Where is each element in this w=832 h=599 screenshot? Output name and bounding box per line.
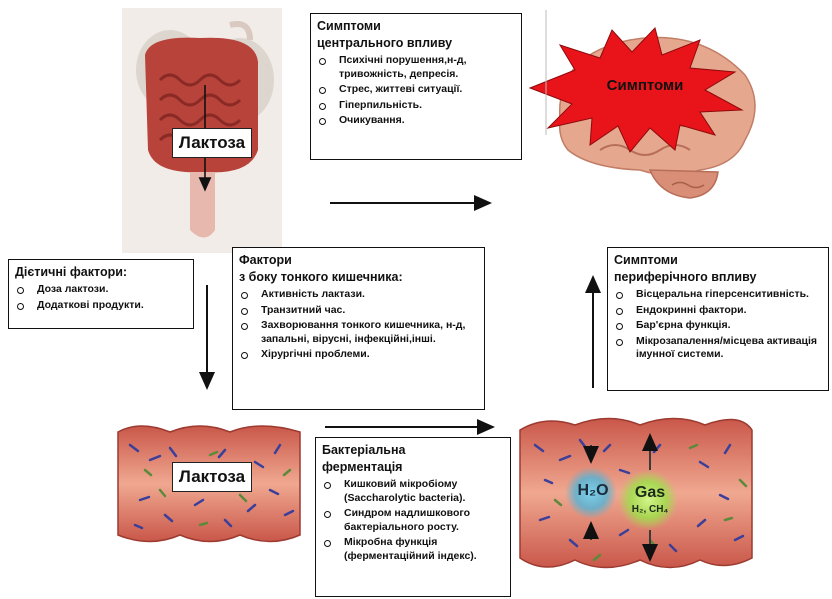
peripheral-item: Ендокринні фактори.	[614, 304, 822, 318]
central-symptoms-title-2: центрального впливу	[317, 35, 515, 52]
lactose-label-bottom: Лактоза	[172, 462, 252, 492]
central-symptoms-title-1: Симптоми	[317, 18, 515, 35]
peripheral-item: Вісцеральна гіперсенситивність.	[614, 288, 822, 302]
central-item: Стрес, життеві ситуації.	[317, 83, 515, 97]
gas-label: Gas	[628, 484, 672, 502]
bacterial-item: Мікробна функція (ферментаційний індекс)…	[322, 536, 504, 563]
small-intestine-item: Активність лактази.	[239, 288, 478, 302]
symptoms-burst-label: Симптоми	[590, 77, 700, 94]
h2o-label: H₂O	[573, 482, 613, 500]
bacterial-item: Кишковий мікробіому (Saccharolytic bacte…	[322, 478, 504, 505]
small-intestine-factors-box: Фактори з боку тонкого кишечника: Активн…	[232, 247, 485, 410]
bacterial-title-1: Бактеріальна	[322, 442, 504, 459]
peripheral-item: Мікрозапалення/місцева активація імунної…	[614, 335, 822, 362]
central-item: Психічні порушення,н-д, тривожність, деп…	[317, 54, 515, 81]
central-item: Очикування.	[317, 114, 515, 128]
peripheral-item: Бар'єрна функція.	[614, 319, 822, 333]
gas-sublabel: H₂, CH₄	[620, 504, 680, 515]
dietary-factors-box: Дієтичні фактори: Доза лактози. Додатков…	[8, 259, 194, 329]
small-intestine-title-2: з боку тонкого кишечника:	[239, 269, 478, 286]
dietary-item: Доза лактози.	[15, 283, 187, 297]
peripheral-symptoms-title-1: Симптоми	[614, 252, 822, 269]
peripheral-symptoms-box: Симптоми периферічного впливу Вісцеральн…	[607, 247, 829, 391]
bacterial-title-2: ферментація	[322, 459, 504, 476]
lactose-label-top: Лактоза	[172, 128, 252, 158]
central-item: Гіперпильність.	[317, 99, 515, 113]
small-intestine-item: Захворювання тонкого кишечника, н-д, зап…	[239, 319, 478, 346]
bacterial-fermentation-box: Бактеріальна ферментація Кишковий мікроб…	[315, 437, 511, 597]
central-symptoms-box: Симптоми центрального впливу Психічні по…	[310, 13, 522, 160]
peripheral-symptoms-title-2: периферічного впливу	[614, 269, 822, 286]
dietary-item: Додаткові продукти.	[15, 299, 187, 313]
bacterial-item: Синдром надлишкового бактеріального рост…	[322, 507, 504, 534]
small-intestine-item: Хірургічні проблеми.	[239, 348, 478, 362]
dietary-factors-title: Дієтичні фактори:	[15, 264, 187, 281]
small-intestine-item: Транзитний час.	[239, 304, 478, 318]
small-intestine-title-1: Фактори	[239, 252, 478, 269]
